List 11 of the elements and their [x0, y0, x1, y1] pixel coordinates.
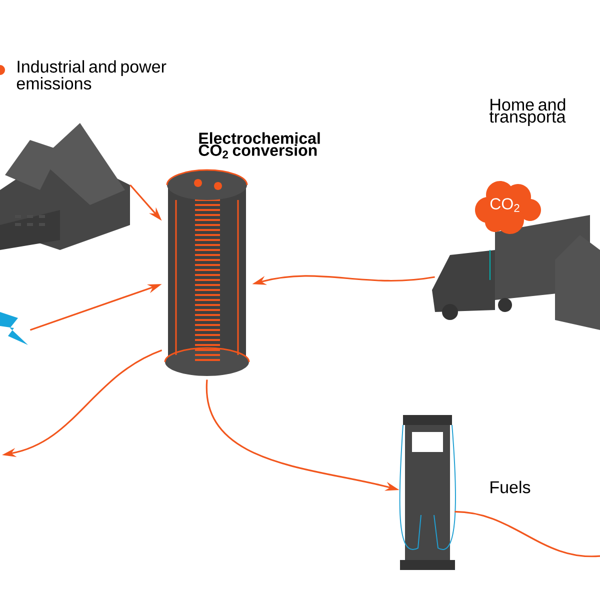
fuel-pump-drawing — [399, 415, 456, 570]
caption-label: Electrochemical CO$_{2}$ conversion — [198, 132, 320, 158]
caption-label: Fuels — [490, 480, 530, 494]
node-label: 2 — [514, 204, 520, 212]
lightning-icon — [0, 312, 28, 345]
truck-and-house-drawing — [432, 215, 600, 330]
node-label: CO — [490, 198, 513, 210]
caption-label: Home and transporta — [489, 98, 566, 126]
electrolyzer-drawing — [164, 169, 250, 376]
caption-label: Industrial and power emissions — [16, 60, 166, 90]
co2-cloud: CO$_{2}$ — [475, 181, 541, 234]
